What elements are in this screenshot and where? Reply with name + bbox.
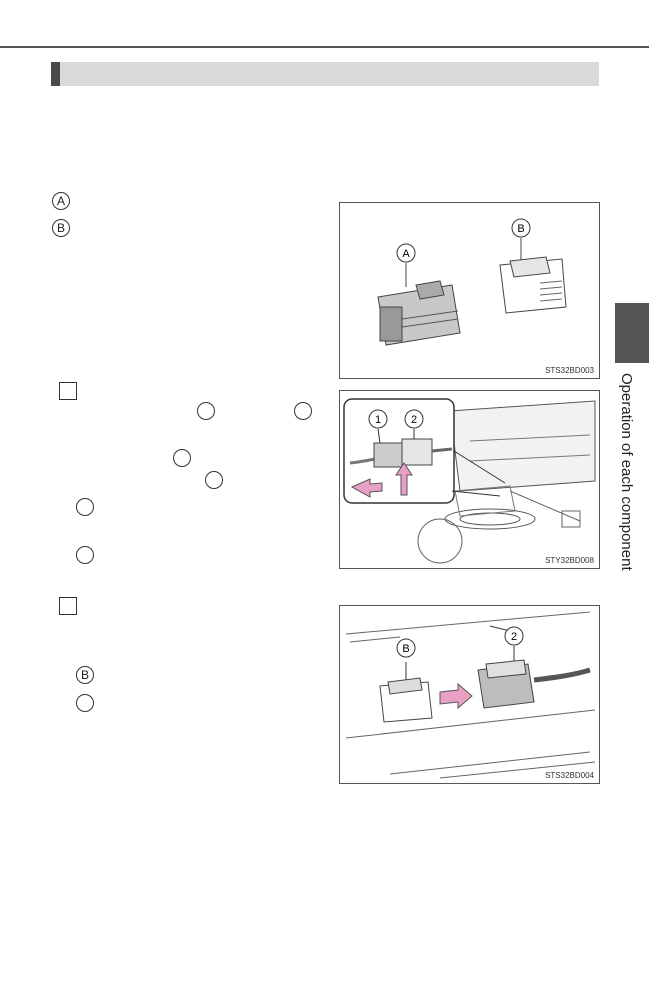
callout-2-text: 2 <box>411 414 417 426</box>
section-heading-bar <box>51 62 599 86</box>
pull-arrow <box>350 478 383 498</box>
callout-2-text: 2 <box>511 631 517 643</box>
insert-arrow <box>439 682 473 710</box>
push-arrow <box>395 462 413 496</box>
callout-b-circle <box>396 638 416 658</box>
heading-accent <box>51 62 60 86</box>
vehicle-underside-illustration: 1 2 <box>343 398 596 564</box>
figure-cap-install: B 2 STS32BD004 <box>339 605 600 784</box>
cap-install-illustration: B 2 <box>345 611 596 779</box>
callout-b-circle <box>511 218 531 238</box>
top-rule <box>0 46 649 48</box>
marker-list-3 <box>76 694 94 712</box>
marker-inline-2 <box>294 402 312 420</box>
figure-code-3: STS32BD004 <box>545 771 594 780</box>
callout-b-text: B <box>517 223 524 235</box>
callout-b-text: B <box>402 643 409 655</box>
step-2-checkbox <box>59 597 77 615</box>
connector-illustration: A B <box>377 218 567 346</box>
figure-code-2: STY32BD008 <box>545 556 594 565</box>
marker-inline-4 <box>205 471 223 489</box>
marker-inline-1 <box>197 402 215 420</box>
side-section-tab <box>615 303 649 363</box>
side-section-label: Operation of each component <box>618 373 635 571</box>
figure-disconnect-vehicle: 1 2 STY32BD008 <box>339 390 600 569</box>
marker-list-1 <box>76 498 94 516</box>
marker-inline-3 <box>173 449 191 467</box>
callout-1-circle <box>368 409 388 429</box>
figure-connectors: A B STS32BD003 <box>339 202 600 379</box>
marker-a: A <box>52 192 70 210</box>
callout-2-circle <box>404 409 424 429</box>
step-1-checkbox <box>59 382 77 400</box>
figure-code-1: STS32BD003 <box>545 366 594 375</box>
marker-list-b: B <box>76 666 94 684</box>
callout-2-circle <box>504 626 524 646</box>
marker-list-2 <box>76 546 94 564</box>
callout-a-circle <box>396 243 416 263</box>
callout-a-text: A <box>402 248 410 260</box>
marker-b: B <box>52 219 70 237</box>
callout-1-text: 1 <box>375 414 381 426</box>
